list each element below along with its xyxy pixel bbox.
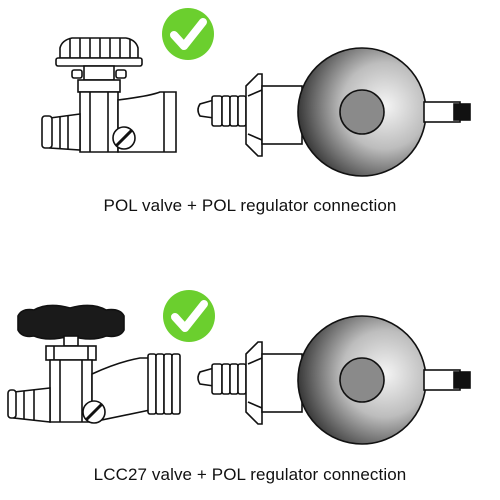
diagram-caption: LCC27 valve + POL regulator connection — [93, 465, 407, 484]
pol-regulator — [197, 315, 471, 445]
lcc27-valve-diagram: LCC27 valve + POL regulator connection — [0, 250, 500, 500]
lcc27-valve — [7, 304, 181, 424]
regulator-fitting — [197, 341, 303, 425]
valve-handwheel — [17, 304, 125, 347]
diagram-caption: POL valve + POL regulator connection — [103, 196, 397, 215]
lcc27-connection-illustration — [7, 290, 471, 445]
pol-connection-illustration — [41, 8, 471, 177]
valve-handwheel — [55, 37, 143, 67]
check-icon — [163, 290, 215, 342]
regulator-fitting — [197, 73, 303, 157]
check-icon — [162, 8, 214, 60]
pol-valve — [41, 37, 177, 153]
pol-valve-diagram: POL valve + POL regulator connection — [41, 8, 471, 215]
pol-regulator — [197, 47, 471, 177]
